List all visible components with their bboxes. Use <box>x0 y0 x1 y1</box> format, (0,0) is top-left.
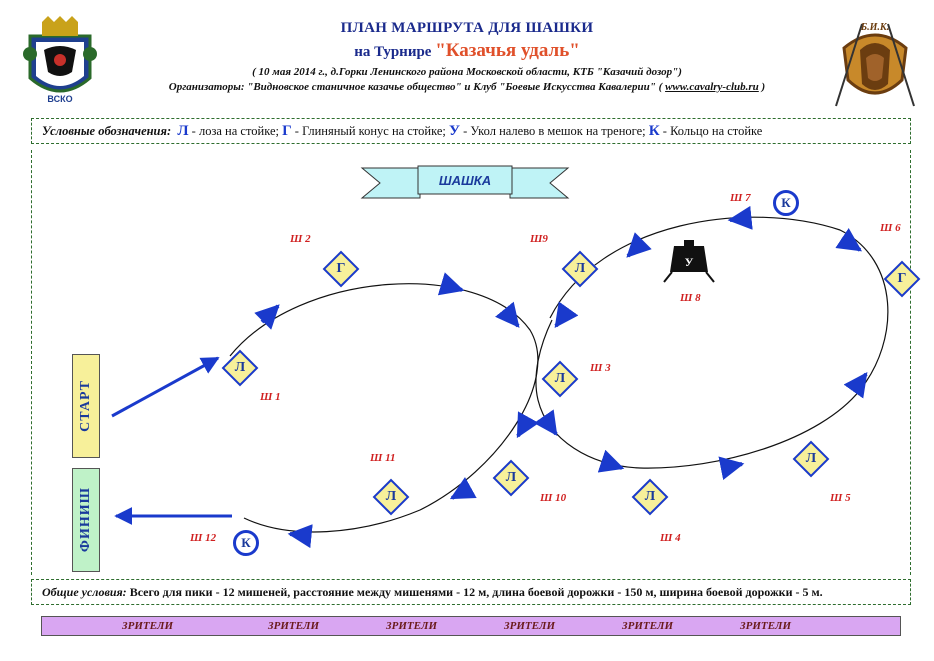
direction-arrow <box>449 477 477 500</box>
organizers-text: Организаторы: "Видновское станичное каза… <box>168 81 666 93</box>
direction-arrow <box>626 232 652 258</box>
target-label-t12: Ш 12 <box>190 532 217 544</box>
ukol-label: У <box>685 255 694 269</box>
direction-arrow <box>533 409 558 436</box>
target-label-t8: Ш 8 <box>680 292 701 304</box>
tournament-name: "Казачья удаль" <box>435 40 580 61</box>
spectators-label: ЗРИТЕЛИ <box>740 620 792 632</box>
target-label-t7: Ш 7 <box>730 192 751 204</box>
target-marker-t10-label: Л <box>505 470 517 485</box>
target-marker-t1-label: Л <box>234 360 246 375</box>
target-marker-t9-label: Л <box>574 261 586 276</box>
start-arrow <box>111 356 220 418</box>
direction-arrow <box>835 228 862 252</box>
target-label-t2: Ш 2 <box>290 233 311 245</box>
subtitle-prefix: на Турнире <box>354 44 436 60</box>
bik-club-logo: Б.И.К. <box>835 22 915 107</box>
target-label-t5: Ш 5 <box>830 492 851 504</box>
start-box: СТАРТ <box>72 354 100 458</box>
page-title: ПЛАН МАРШРУТА ДЛЯ ШАШКИ <box>340 20 594 36</box>
spectators-label: ЗРИТЕЛИ <box>622 620 674 632</box>
finish-box: ФИНИШ <box>72 468 100 572</box>
target-label-t10: Ш 10 <box>540 492 567 504</box>
direction-arrow <box>516 411 539 439</box>
banner-label: ШАШКА <box>439 173 491 188</box>
organizers-line: Организаторы: "Видновское станичное каза… <box>0 81 934 93</box>
spectators-label: ЗРИТЕЛИ <box>386 620 438 632</box>
spectators-strip: ЗРИТЕЛИ ЗРИТЕЛИ ЗРИТЕЛИ ЗРИТЕЛИ ЗРИТЕЛИ … <box>41 616 901 636</box>
legend-text-koltso: - Кольцо на стойке <box>659 124 763 138</box>
spectators-label: ЗРИТЕЛИ <box>504 620 556 632</box>
club-website-link[interactable]: www.cavalry-club.ru <box>665 81 759 93</box>
target-label-t9: Ш9 <box>530 233 548 245</box>
target-marker-t4-label: Л <box>644 489 656 504</box>
direction-arrow <box>287 524 313 549</box>
target-marker-t5-label: Л <box>805 451 817 466</box>
direction-arrow <box>718 456 745 481</box>
legend-text-ukol: - Укол налево в мешок на треноге; <box>460 124 649 138</box>
spectators-label: ЗРИТЕЛИ <box>268 620 320 632</box>
legend-sym-loza: Л <box>177 123 189 139</box>
target-label-t1: Ш 1 <box>260 391 281 403</box>
target-marker-t2-label: Г <box>336 261 346 276</box>
weapon-banner: ШАШКА <box>360 165 570 199</box>
legend-sym-koltso: К <box>648 123 660 139</box>
coat-of-arms-emblem: ВСКО <box>23 16 97 104</box>
target-marker-t6-label: Г <box>897 271 907 286</box>
direction-arrow <box>597 449 625 473</box>
direction-arrows <box>254 205 868 549</box>
target-label-t6: Ш 6 <box>880 222 901 234</box>
direction-arrow <box>254 304 280 330</box>
general-key: Общие условия: <box>42 585 127 599</box>
target-label-t11: Ш 11 <box>370 452 396 464</box>
general-text: Всего для пики - 12 мишеней, расстояние … <box>126 585 823 599</box>
route-path-left-loop <box>229 283 539 533</box>
legend-sym-ukol: У <box>449 123 461 139</box>
target-label-t3: Ш 3 <box>590 362 611 374</box>
legend-box: Условные обозначения: Л - лоза на стойке… <box>31 118 911 144</box>
target-marker-t11-label: Л <box>385 489 397 504</box>
legend-text-loza: - лоза на стойке; <box>188 124 283 138</box>
event-details: ( 10 мая 2014 г., д.Горки Ленинского рай… <box>252 66 682 78</box>
general-conditions-box: Общие условия: Всего для пики - 12 мишен… <box>31 579 911 605</box>
organizers-suffix: ) <box>758 81 766 93</box>
course-field <box>31 150 911 575</box>
direction-arrow <box>727 205 753 230</box>
start-label: СТАРТ <box>78 380 93 432</box>
target-label-t4: Ш 4 <box>660 532 681 544</box>
target-marker-t7: К <box>773 190 799 216</box>
direction-arrow <box>437 272 465 296</box>
tournament-subtitle: на Турнире "Казачья удаль" <box>0 40 934 62</box>
logo-letters: Б.И.К. <box>860 22 889 33</box>
legend-text-konus: - Глиняный конус на стойке; <box>291 124 449 138</box>
direction-arrow <box>495 301 520 328</box>
target-marker-t3-label: Л <box>554 371 566 386</box>
emblem-letters: ВСКО <box>47 94 72 104</box>
target-marker-t12: К <box>233 530 259 556</box>
direction-arrow <box>843 372 868 399</box>
route-path-right-loop <box>535 216 889 469</box>
finish-label: ФИНИШ <box>78 487 93 553</box>
legend-key: Условные обозначения: <box>42 124 172 138</box>
spectators-label: ЗРИТЕЛИ <box>122 620 174 632</box>
direction-arrow <box>554 301 579 328</box>
legend-sym-konus: Г <box>282 123 292 139</box>
ukol-target: У <box>663 240 715 283</box>
